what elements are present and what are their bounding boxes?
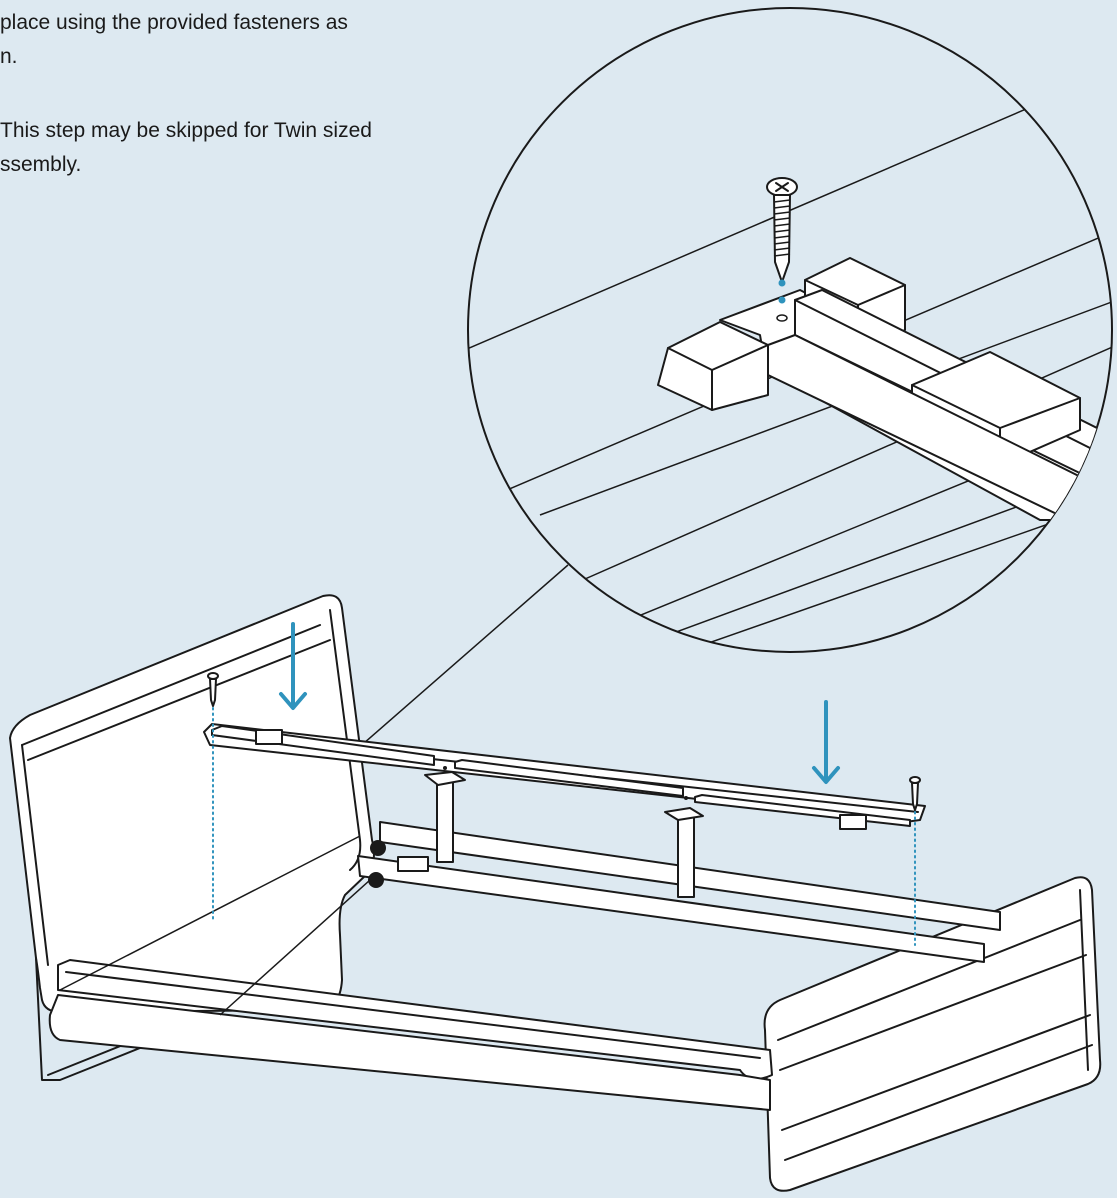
screw-icon	[766, 177, 798, 322]
instruction-line-3: This step may be skipped for Twin sized	[0, 119, 372, 142]
screw-icon	[909, 776, 921, 811]
center-support-beam	[203, 723, 926, 898]
screw-icon	[207, 672, 219, 707]
instruction-line-4: ssembly.	[0, 153, 82, 176]
instruction-line-2: n.	[0, 45, 18, 68]
down-arrow-icon	[812, 700, 840, 784]
zoom-detail-callout	[467, 7, 1113, 653]
down-arrow-icon	[279, 622, 307, 710]
headboard	[9, 594, 375, 1081]
instruction-line-1: place using the provided fasteners as	[0, 11, 348, 34]
fastener-guide-lines	[212, 707, 916, 946]
footboard	[763, 876, 1102, 1192]
